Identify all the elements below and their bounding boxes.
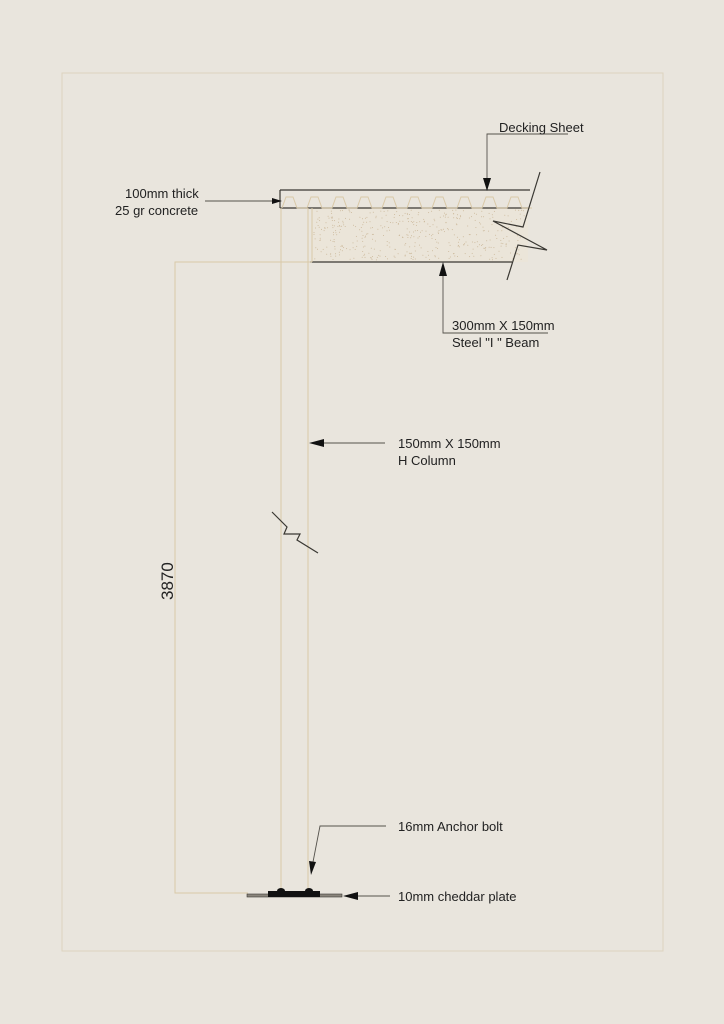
base-plate: [246, 888, 343, 898]
leader-plate: [343, 892, 390, 900]
leader-concrete: [205, 198, 282, 204]
anchor-bolt-head: [305, 888, 313, 891]
label-beam-type: Steel "I " Beam: [452, 335, 539, 350]
leader-beam: [439, 262, 548, 334]
break-line-column: [271, 511, 319, 554]
label-column-size: 150mm X 150mm: [398, 436, 501, 451]
decking-sheet: [279, 189, 532, 209]
leader-anchor: [309, 825, 386, 875]
label-beam-size: 300mm X 150mm: [452, 318, 555, 333]
leader-column: [309, 439, 385, 447]
sheet-border: [61, 72, 664, 952]
dimension-line: [174, 261, 312, 894]
anchor-bolt-head: [277, 888, 285, 891]
h-column: [280, 208, 309, 893]
label-base-plate: 10mm cheddar plate: [398, 889, 517, 904]
label-decking-sheet: Decking Sheet: [499, 120, 584, 135]
break-line-slab: [492, 171, 548, 281]
label-concrete-thickness: 100mm thick: [125, 186, 199, 201]
label-anchor-bolt: 16mm Anchor bolt: [398, 819, 503, 834]
label-column-type: H Column: [398, 453, 456, 468]
dimension-text: 3870: [158, 562, 177, 600]
concrete-slab: [312, 208, 528, 262]
label-concrete-grade: 25 gr concrete: [115, 203, 198, 218]
leader-decking: [483, 133, 568, 191]
